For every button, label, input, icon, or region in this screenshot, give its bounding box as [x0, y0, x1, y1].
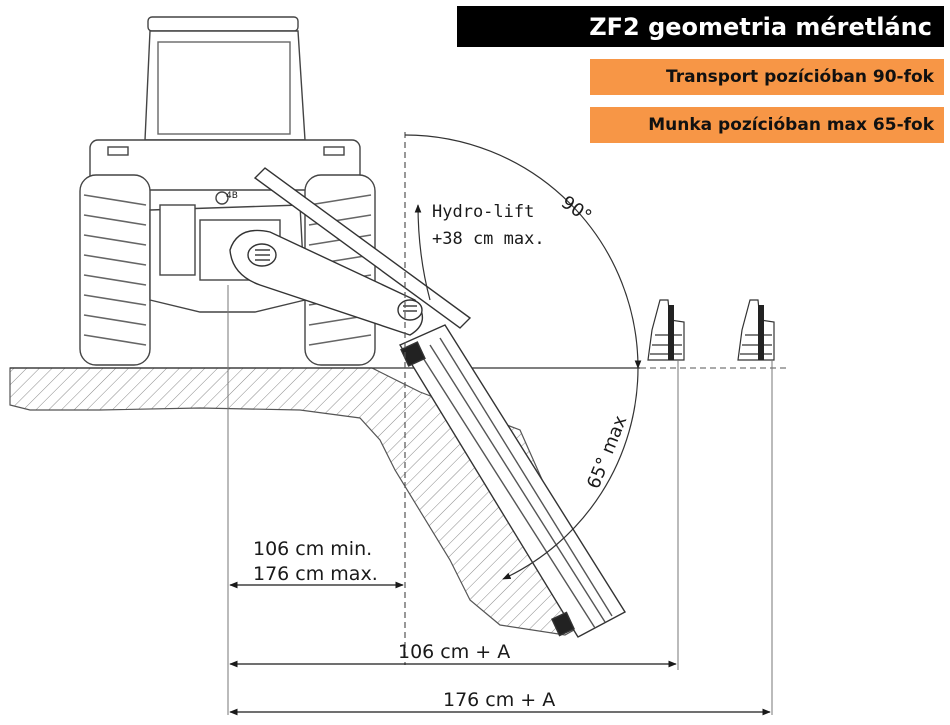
work-note: Munka pozícióban max 65-fok	[648, 115, 934, 135]
transport-note: Transport pozícióban 90-fok	[666, 67, 934, 87]
hydro-lift-arrow	[414, 204, 431, 301]
tractor-cab	[144, 30, 306, 141]
transport-note-banner: Transport pozícióban 90-fok	[590, 59, 944, 95]
dim-total-max-label: 176 cm + A	[443, 689, 555, 711]
dim-inner-max-label: 176 cm max.	[253, 563, 378, 585]
ground-section	[9, 367, 790, 636]
hydro-lift-label: Hydro-lift	[432, 202, 534, 222]
angle-arcs	[404, 132, 642, 665]
arc-90	[404, 134, 642, 369]
tractor-roof	[147, 16, 299, 32]
dimension-lines	[229, 581, 771, 716]
extension-lines	[227, 285, 773, 715]
angle-65-label: 65° max	[583, 412, 631, 491]
page-title: ZF2 geometria méretlánc	[589, 12, 932, 41]
cab-tag: 4B	[226, 191, 238, 201]
hydro-lift-value: +38 cm max.	[432, 229, 545, 249]
title-banner: ZF2 geometria méretlánc	[457, 6, 944, 47]
post-right	[737, 299, 775, 361]
dim-total-min-label: 106 cm + A	[398, 641, 510, 663]
dim-inner-min-label: 106 cm min.	[253, 538, 372, 560]
tractor-hood	[89, 139, 361, 191]
tractor-wheel-left	[79, 174, 151, 366]
post-left	[647, 299, 685, 361]
mower-arm	[229, 167, 626, 638]
arc-65	[502, 367, 639, 580]
work-note-banner: Munka pozícióban max 65-fok	[590, 107, 944, 143]
